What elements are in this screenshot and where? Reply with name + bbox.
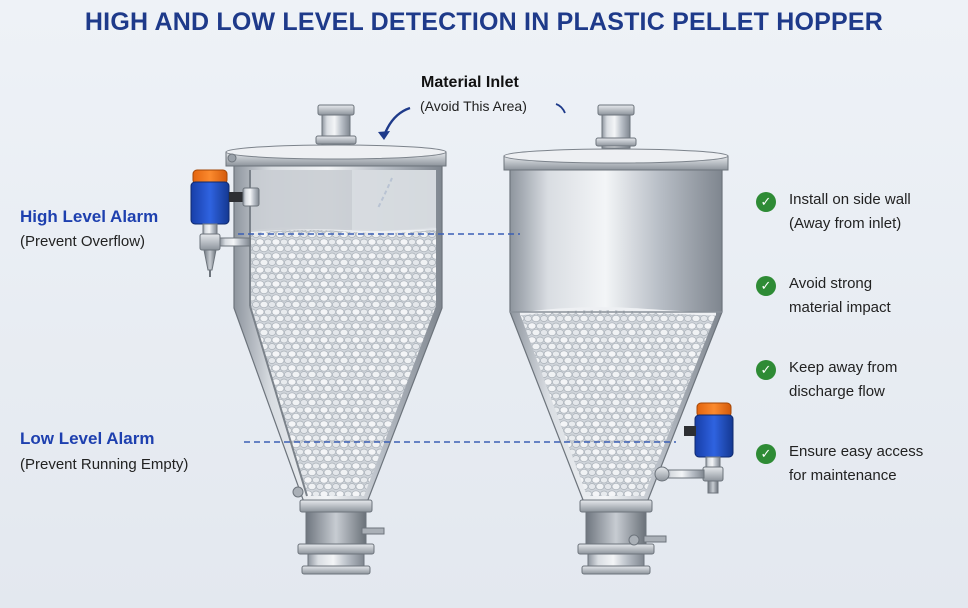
tip-line-2: discharge flow [789, 383, 885, 400]
left-hopper [225, 104, 447, 575]
list-item: ✓ Ensure easy access for maintenance [756, 440, 968, 524]
inlet-arrow [377, 103, 566, 209]
list-item: ✓ Install on side wall (Away from inlet) [756, 188, 968, 272]
tip-line-1: Ensure easy access [789, 443, 924, 460]
low-level-sensor-icon [654, 402, 734, 494]
tip-line-2: for maintenance [789, 467, 897, 484]
check-circle-icon: ✓ [756, 276, 776, 296]
high-level-alarm-note: (Prevent Overflow) [20, 233, 146, 250]
high-level-sensor-icon [190, 169, 260, 277]
high-level-alarm-label: High Level Alarm [20, 207, 159, 226]
inlet-note: (Avoid This Area) [420, 98, 527, 114]
inlet-label: Material Inlet [421, 74, 519, 91]
check-circle-icon: ✓ [756, 360, 776, 380]
list-item: ✓ Keep away from discharge flow [756, 356, 968, 440]
right-hopper [503, 104, 729, 575]
tip-line-1: Install on side wall [789, 191, 911, 208]
low-level-alarm-note: (Prevent Running Empty) [20, 456, 189, 473]
list-item: ✓ Avoid strong material impact [756, 272, 968, 356]
installation-tips-list: ✓ Install on side wall(Away from inlet) … [756, 188, 968, 524]
low-level-alarm-label: Low Level Alarm [20, 429, 155, 448]
tip-line-1: Avoid strong [789, 275, 873, 292]
tip-line-2: material impact [789, 299, 891, 316]
tip-line-1: Keep away from [789, 359, 898, 376]
tip-line-2: (Away from inlet) [789, 215, 902, 232]
check-circle-icon: ✓ [756, 444, 776, 464]
page-title: HIGH AND LOW LEVEL DETECTION IN PLASTIC … [84, 8, 884, 36]
check-circle-icon: ✓ [756, 192, 776, 212]
